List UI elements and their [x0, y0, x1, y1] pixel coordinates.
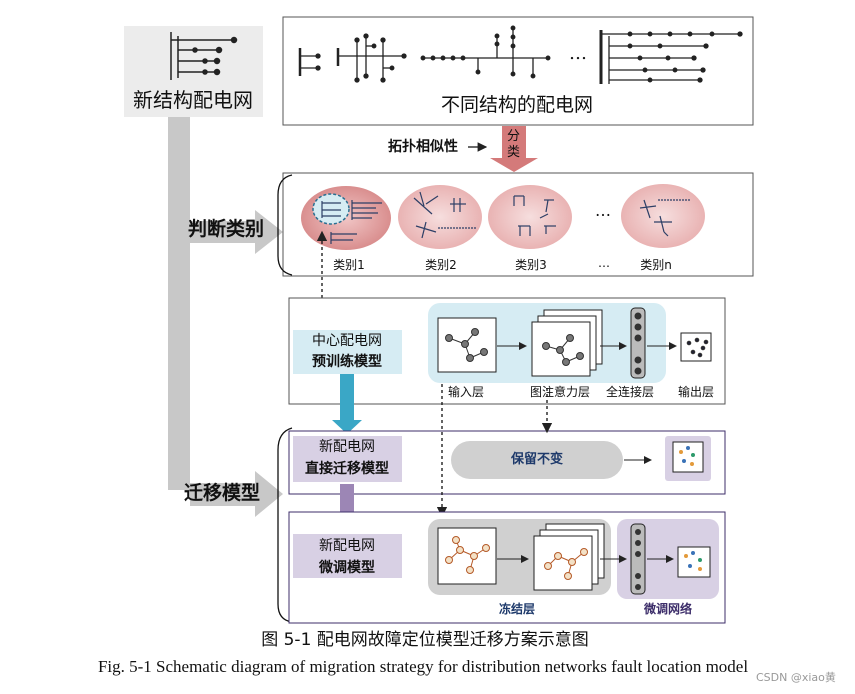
finetune-line1: 新配电网	[319, 538, 375, 554]
output-layer-label: 输出层	[677, 385, 715, 399]
pretrain-line2: 预训练模型	[312, 354, 382, 370]
pretrain-graph-icons	[445, 312, 709, 375]
pretrain-line1: 中心配电网	[312, 333, 382, 349]
category-bracket	[277, 174, 293, 276]
caption-en: Fig. 5-1 Schematic diagram of migration …	[97, 657, 749, 676]
fc-layer-label: 全连接层	[605, 385, 655, 399]
keep-pill	[451, 441, 623, 479]
category-label-n: 类别n	[640, 258, 672, 272]
category-box	[282, 172, 754, 277]
category-label-2: 类别2	[425, 258, 457, 272]
judge-category-label: 判断类别	[188, 218, 265, 240]
direct-line1: 新配电网	[319, 439, 375, 455]
cyan-arrow	[332, 374, 362, 434]
new-structure-label: 新结构配电网	[133, 88, 253, 112]
category-ellipsis: …	[595, 201, 611, 220]
watermark: CSDN @xiao黄	[756, 671, 836, 684]
input-layer-label: 输入层	[447, 385, 485, 399]
finetune-label-bg	[293, 534, 402, 578]
finetune-fc-dots	[635, 529, 641, 590]
classify-arrow	[490, 126, 538, 172]
pretrain-label-bg	[293, 330, 402, 374]
new-structure-icon	[170, 32, 238, 80]
finetune-net-label: 微调网络	[643, 602, 693, 616]
different-structures-label: 不同结构的配电网	[440, 94, 594, 116]
finetune-output-dots	[684, 551, 702, 571]
classify-label: 分类	[507, 129, 521, 160]
caption-cn: 图 5-1 配电网故障定位模型迁移方案示意图	[261, 630, 589, 650]
network-samples	[298, 25, 743, 84]
category-label-3: 类别3	[515, 258, 547, 272]
migrate-model-label: 迁移模型	[184, 482, 261, 504]
direct-output-dots	[679, 446, 695, 466]
direct-line2: 直接迁移模型	[305, 461, 389, 477]
category-ellipses	[301, 184, 705, 250]
finetune-line2: 微调模型	[319, 560, 375, 576]
migrate-bracket	[277, 427, 293, 623]
main-flow-arrows	[168, 117, 283, 517]
category-label-1: 类别1	[333, 258, 365, 272]
finetune-graph-icons	[445, 536, 588, 580]
frozen-label: 冻结层	[498, 602, 536, 616]
topology-similarity-label: 拓扑相似性	[388, 139, 458, 155]
category-icons	[321, 191, 690, 244]
structures-ellipsis: …	[569, 43, 587, 64]
category-label-ellipsis: …	[598, 256, 610, 270]
pretrain-pipeline	[437, 307, 712, 379]
keep-label: 保留不变	[510, 452, 564, 467]
direct-label-bg	[293, 436, 402, 482]
attention-layer-label: 图注意力层	[529, 385, 591, 399]
